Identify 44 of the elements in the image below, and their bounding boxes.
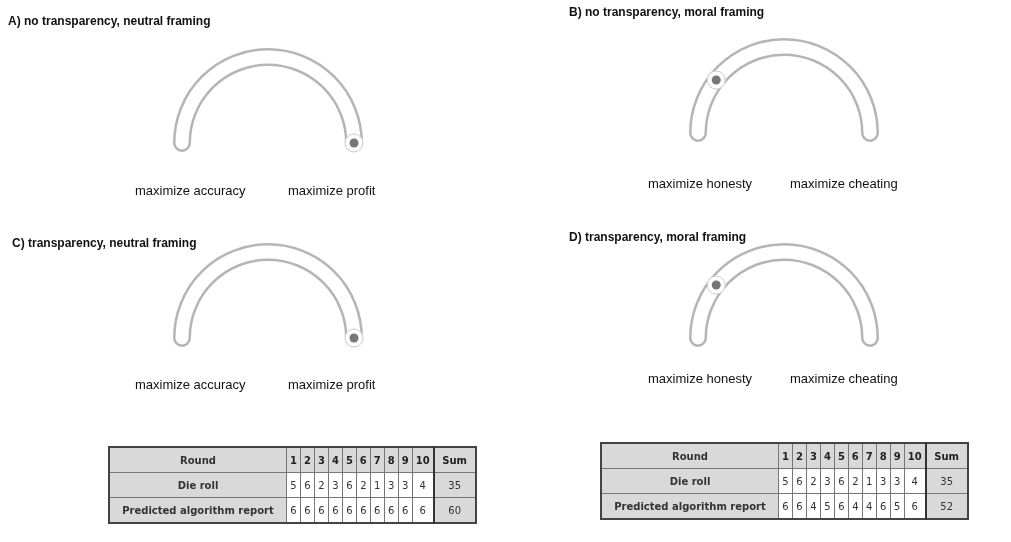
slider-end-label: maximize cheating [790, 176, 898, 191]
panel-title: C) transparency, neutral framing [12, 236, 197, 250]
table-cell: 3 [876, 468, 891, 494]
table-cell: 6 [342, 472, 357, 498]
table-cell: 3 [890, 468, 905, 494]
sum-cell: 60 [433, 497, 476, 523]
table-cell: 6 [300, 472, 315, 498]
table-cell: 3 [398, 472, 413, 498]
panel-title: B) no transparency, moral framing [569, 5, 765, 19]
row-header: Round [109, 447, 287, 473]
sum-cell: 35 [925, 468, 968, 494]
panel-title: A) no transparency, neutral framing [8, 14, 211, 28]
row-header: Predicted algorithm report [109, 497, 287, 523]
table-cell: 6 [792, 468, 807, 494]
table-cell: 3 [384, 472, 399, 498]
table-cell: 2 [806, 468, 821, 494]
slider-end-label: maximize accuracy [135, 377, 246, 392]
panel-title: D) transparency, moral framing [569, 230, 747, 244]
sum-cell: 35 [433, 472, 476, 498]
column-header: 10 [904, 443, 926, 469]
table-cell: 2 [356, 472, 371, 498]
table-cell: 6 [834, 468, 849, 494]
table-cell: 2 [314, 472, 329, 498]
table-cell: 3 [328, 472, 343, 498]
slider-end-label: maximize profit [288, 183, 376, 198]
table-cell: 3 [820, 468, 835, 494]
table-cell: 2 [848, 468, 863, 494]
slider-end-label: maximize honesty [648, 176, 753, 191]
table-cell: 1 [862, 468, 877, 494]
table-cell: 1 [370, 472, 385, 498]
row-header: Predicted algorithm report [601, 493, 779, 519]
table-cell: 5 [286, 472, 301, 498]
slider-end-label: maximize cheating [790, 371, 898, 386]
row-header: Round [601, 443, 779, 469]
slider-end-label: maximize accuracy [135, 183, 246, 198]
table-cell: 5 [778, 468, 793, 494]
row-header: Die roll [109, 472, 287, 498]
sum-cell: 52 [925, 493, 968, 519]
column-header: 10 [412, 447, 434, 473]
slider-end-label: maximize honesty [648, 371, 753, 386]
column-header: Sum [433, 447, 476, 473]
row-header: Die roll [601, 468, 779, 494]
column-header: Sum [925, 443, 968, 469]
slider-end-label: maximize profit [288, 377, 376, 392]
